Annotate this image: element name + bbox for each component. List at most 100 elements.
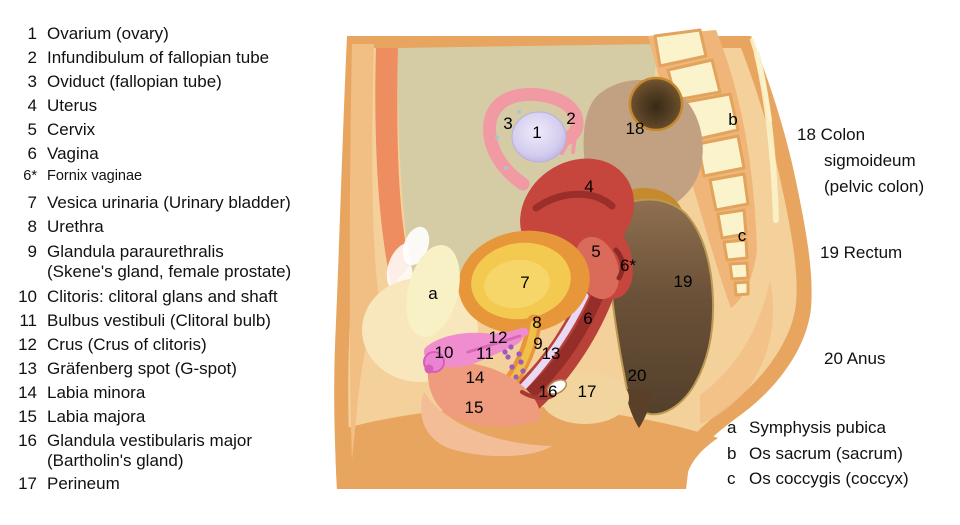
legend-number: 3 [27, 72, 37, 91]
legend-text: Glandula vestibularis major(Bartholin's … [47, 431, 253, 471]
uterine-cavity-slit [532, 190, 616, 212]
legend-number: 15 [18, 407, 37, 426]
bone-key-letter: c [727, 469, 736, 488]
bone-key-letter: a [727, 418, 737, 437]
labia-minora-shape [427, 362, 541, 427]
legend-text: Infundibulum of fallopian tube [47, 48, 270, 67]
legend-text: Perineum [47, 474, 120, 493]
legend-text: Labia majora [47, 407, 146, 426]
vagina-lumen [526, 284, 606, 398]
legend-number: 13 [18, 359, 37, 378]
legend-item-5: 5 Cervix [0, 120, 96, 140]
figure-label-14: 14 [465, 368, 485, 387]
legend-number: 6* [23, 168, 37, 184]
bone-key-letter: b [727, 444, 737, 463]
figure-label-b: b [728, 110, 738, 129]
legend-number: 11 [19, 311, 37, 330]
legend-text: Oviduct (fallopian tube) [47, 72, 222, 91]
legend-item-15: 15 Labia majora [0, 407, 145, 427]
right-annotation-19: 19 Rectum [820, 240, 902, 266]
bladder-interior-light [484, 259, 550, 309]
legend-number: 8 [27, 217, 37, 236]
bone-key-a: a Symphysis pubica [727, 418, 886, 438]
figure-label-9: 9 [533, 334, 543, 353]
annotation-line: sigmoideum [824, 151, 916, 170]
annotation-line: 18 Colon [797, 125, 866, 144]
rectus-muscle [375, 48, 410, 286]
figure-label-11: 11 [476, 344, 494, 363]
bartholin-gland-shape [546, 379, 568, 395]
right-annotation-18: 18 Colon sigmoideum (pelvic colon) [797, 122, 924, 200]
figure-label-2: 2 [566, 109, 576, 128]
figure-label-1: 1 [532, 123, 542, 142]
legend-text: Labia minora [47, 383, 146, 402]
legend-item-8: 8 Urethra [0, 217, 104, 237]
figure-label-19: 19 [673, 272, 693, 291]
sigmoid-colon-lumen [628, 76, 684, 132]
legend-item-6s: 6* Fornix vaginae [0, 168, 142, 185]
legend-text: Cervix [47, 120, 96, 139]
figure-label-4: 4 [584, 177, 594, 196]
legend-item-12: 12 Crus (Crus of clitoris) [0, 335, 207, 355]
legend-number: 9 [27, 242, 37, 261]
figure-label-18: 18 [625, 119, 645, 138]
legend-number: 1 [27, 24, 37, 43]
vestibule-line [520, 390, 554, 401]
legend-number: 17 [18, 474, 37, 493]
legend-number: 12 [18, 335, 37, 354]
fascia-sliver-2 [750, 38, 772, 122]
legend-text: Ovarium (ovary) [47, 24, 169, 43]
bone-key-text: Symphysis pubica [749, 418, 887, 437]
legend-text: Gräfenberg spot (G-spot) [47, 359, 237, 378]
legend-text: Vesica urinaria (Urinary bladder) [47, 193, 291, 212]
legend-number: 6 [27, 144, 37, 163]
paraurethral-gland-dots [502, 344, 526, 380]
legend-item-13: 13 Gräfenberg spot (G-spot) [0, 359, 237, 379]
legend-item-3: 3 Oviduct (fallopian tube) [0, 72, 222, 92]
legend-item-9: 9 Glandula paraurethralis(Skene's gland, … [0, 242, 292, 282]
annotation-line: 19 Rectum [820, 243, 903, 262]
legend-item-16: 16 Glandula vestibularis major(Bartholin'… [0, 431, 252, 471]
pubis-highlight [402, 226, 430, 266]
figure-label-16: 16 [538, 382, 558, 401]
legend-text: Crus (Crus of clitoris) [47, 335, 207, 354]
legend-text: Clitoris: clitoral glans and shaft [47, 287, 278, 306]
ovary-shape [511, 111, 567, 163]
figure-label-12: 12 [488, 328, 508, 347]
sacrum-vertebrae [653, 28, 750, 297]
figure-label-6s: 6* [619, 256, 637, 275]
right-annotation-20: 20 Anus [824, 346, 885, 372]
legend-text: Uterus [47, 96, 98, 115]
legend-text: Fornix vaginae [47, 168, 143, 184]
legend-text: Glandula paraurethralis(Skene's gland, f… [47, 242, 292, 282]
clitoral-crus [465, 327, 529, 353]
legend-number: 16 [18, 431, 37, 450]
legend-item-17: 17 Perineum [0, 474, 120, 494]
pubic-symphysis-shape [406, 244, 460, 338]
vagina-anterior-lining [516, 292, 589, 394]
figure-label-c: c [737, 226, 747, 245]
figure-label-a: a [428, 284, 438, 303]
fallopian-tube [483, 87, 584, 191]
clitoral-glans-tip [424, 364, 434, 374]
figure-label-17: 17 [577, 382, 597, 401]
labia-majora-shape [421, 392, 552, 457]
abdominal-wall-band [349, 44, 379, 460]
annotation-line: 20 Anus [824, 349, 886, 368]
buttock-mid-band [700, 280, 773, 424]
figure-label-7: 7 [520, 273, 530, 292]
legend-text: Urethra [47, 217, 104, 236]
figure-label-8: 8 [532, 313, 542, 332]
annotation-line: (pelvic colon) [824, 177, 925, 196]
legend-number: 5 [27, 120, 37, 139]
legend-text: Vagina [47, 144, 99, 163]
